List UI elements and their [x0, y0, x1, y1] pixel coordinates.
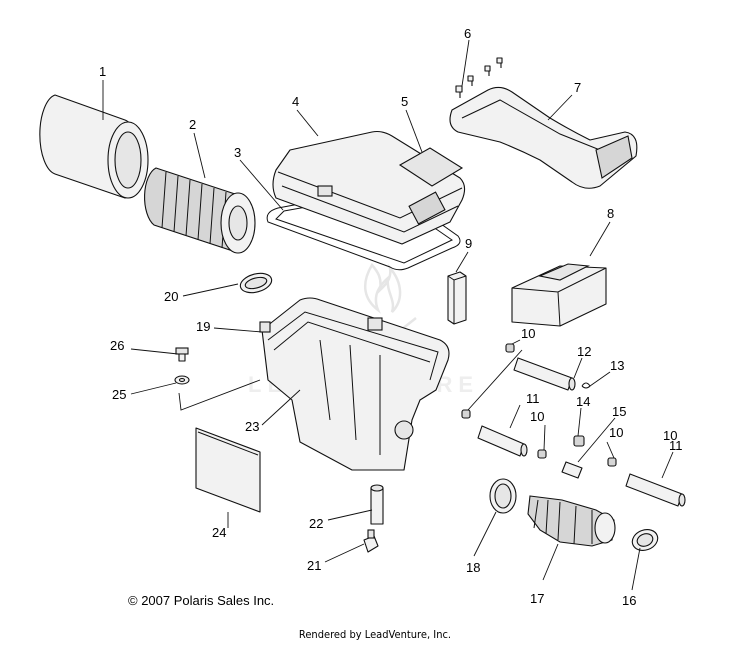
part-24-sheet — [195, 427, 261, 513]
part-1-prefilter — [39, 94, 149, 199]
callout-5: 5 — [401, 94, 408, 109]
callout-21: 21 — [307, 558, 321, 573]
callout-2: 2 — [189, 117, 196, 132]
callout-18: 18 — [466, 560, 480, 575]
callout-7: 7 — [574, 80, 581, 95]
part-14-clip — [573, 435, 585, 447]
callout-24: 24 — [212, 525, 226, 540]
callout-23: 23 — [245, 419, 259, 434]
part-19-fitting — [259, 321, 271, 333]
part-15-connector — [561, 461, 583, 479]
part-22-drain-tube — [370, 484, 384, 525]
callout-15: 15 — [612, 404, 626, 419]
callout-10-c: 10 — [663, 428, 677, 443]
callout-26: 26 — [110, 338, 124, 353]
part-21-drain-plug — [363, 529, 379, 553]
part-4-airbox-cover — [272, 130, 466, 245]
callout-11-a: 11 — [526, 391, 540, 406]
leader-lines — [102, 39, 674, 591]
callout-9: 9 — [465, 236, 472, 251]
part-13-clip — [581, 382, 591, 389]
copyright-text: © 2007 Polaris Sales Inc. — [128, 593, 275, 608]
part-9-foam-strip — [447, 271, 467, 325]
rendered-by-text: Rendered by LeadVenture, Inc. — [298, 628, 452, 641]
callout-4: 4 — [292, 94, 299, 109]
part-8-foam-block — [511, 263, 607, 327]
part-12-tube — [513, 357, 576, 391]
part-25-washer — [174, 375, 190, 385]
callout-19: 19 — [196, 319, 210, 334]
callout-8: 8 — [607, 206, 614, 221]
part-2-air-filter — [144, 167, 256, 254]
callout-10-a: 10 — [521, 326, 535, 341]
part-23-airbox-base — [261, 297, 450, 471]
callout-14: 14 — [576, 394, 590, 409]
callout-10-d: 10 — [609, 425, 623, 440]
callout-12: 12 — [577, 344, 591, 359]
callout-13: 13 — [610, 358, 624, 373]
callout-20: 20 — [164, 289, 178, 304]
callout-11-b: 11 — [669, 438, 683, 453]
callout-1: 1 — [99, 64, 106, 79]
callout-10-b: 10 — [530, 409, 544, 424]
callout-labels: 1 2 3 4 5 6 7 8 9 10 10 10 10 11 11 12 1… — [99, 26, 683, 608]
callout-16: 16 — [622, 593, 636, 608]
part-7-intake-duct — [449, 86, 638, 189]
part-11-tube-a — [477, 425, 528, 457]
part-18-coupler — [489, 478, 517, 514]
part-17-boot — [527, 495, 616, 547]
part-10-caps — [461, 343, 617, 467]
callout-17: 17 — [530, 591, 544, 606]
part-20-clamp — [239, 272, 273, 294]
callout-6: 6 — [464, 26, 471, 41]
part-26-grommet — [175, 347, 189, 362]
callout-3: 3 — [234, 145, 241, 160]
part-11-tube-b — [625, 473, 686, 507]
part-16-clamp — [631, 529, 659, 551]
part-6-screws — [455, 57, 503, 98]
callout-25: 25 — [112, 387, 126, 402]
callout-22: 22 — [309, 516, 323, 531]
